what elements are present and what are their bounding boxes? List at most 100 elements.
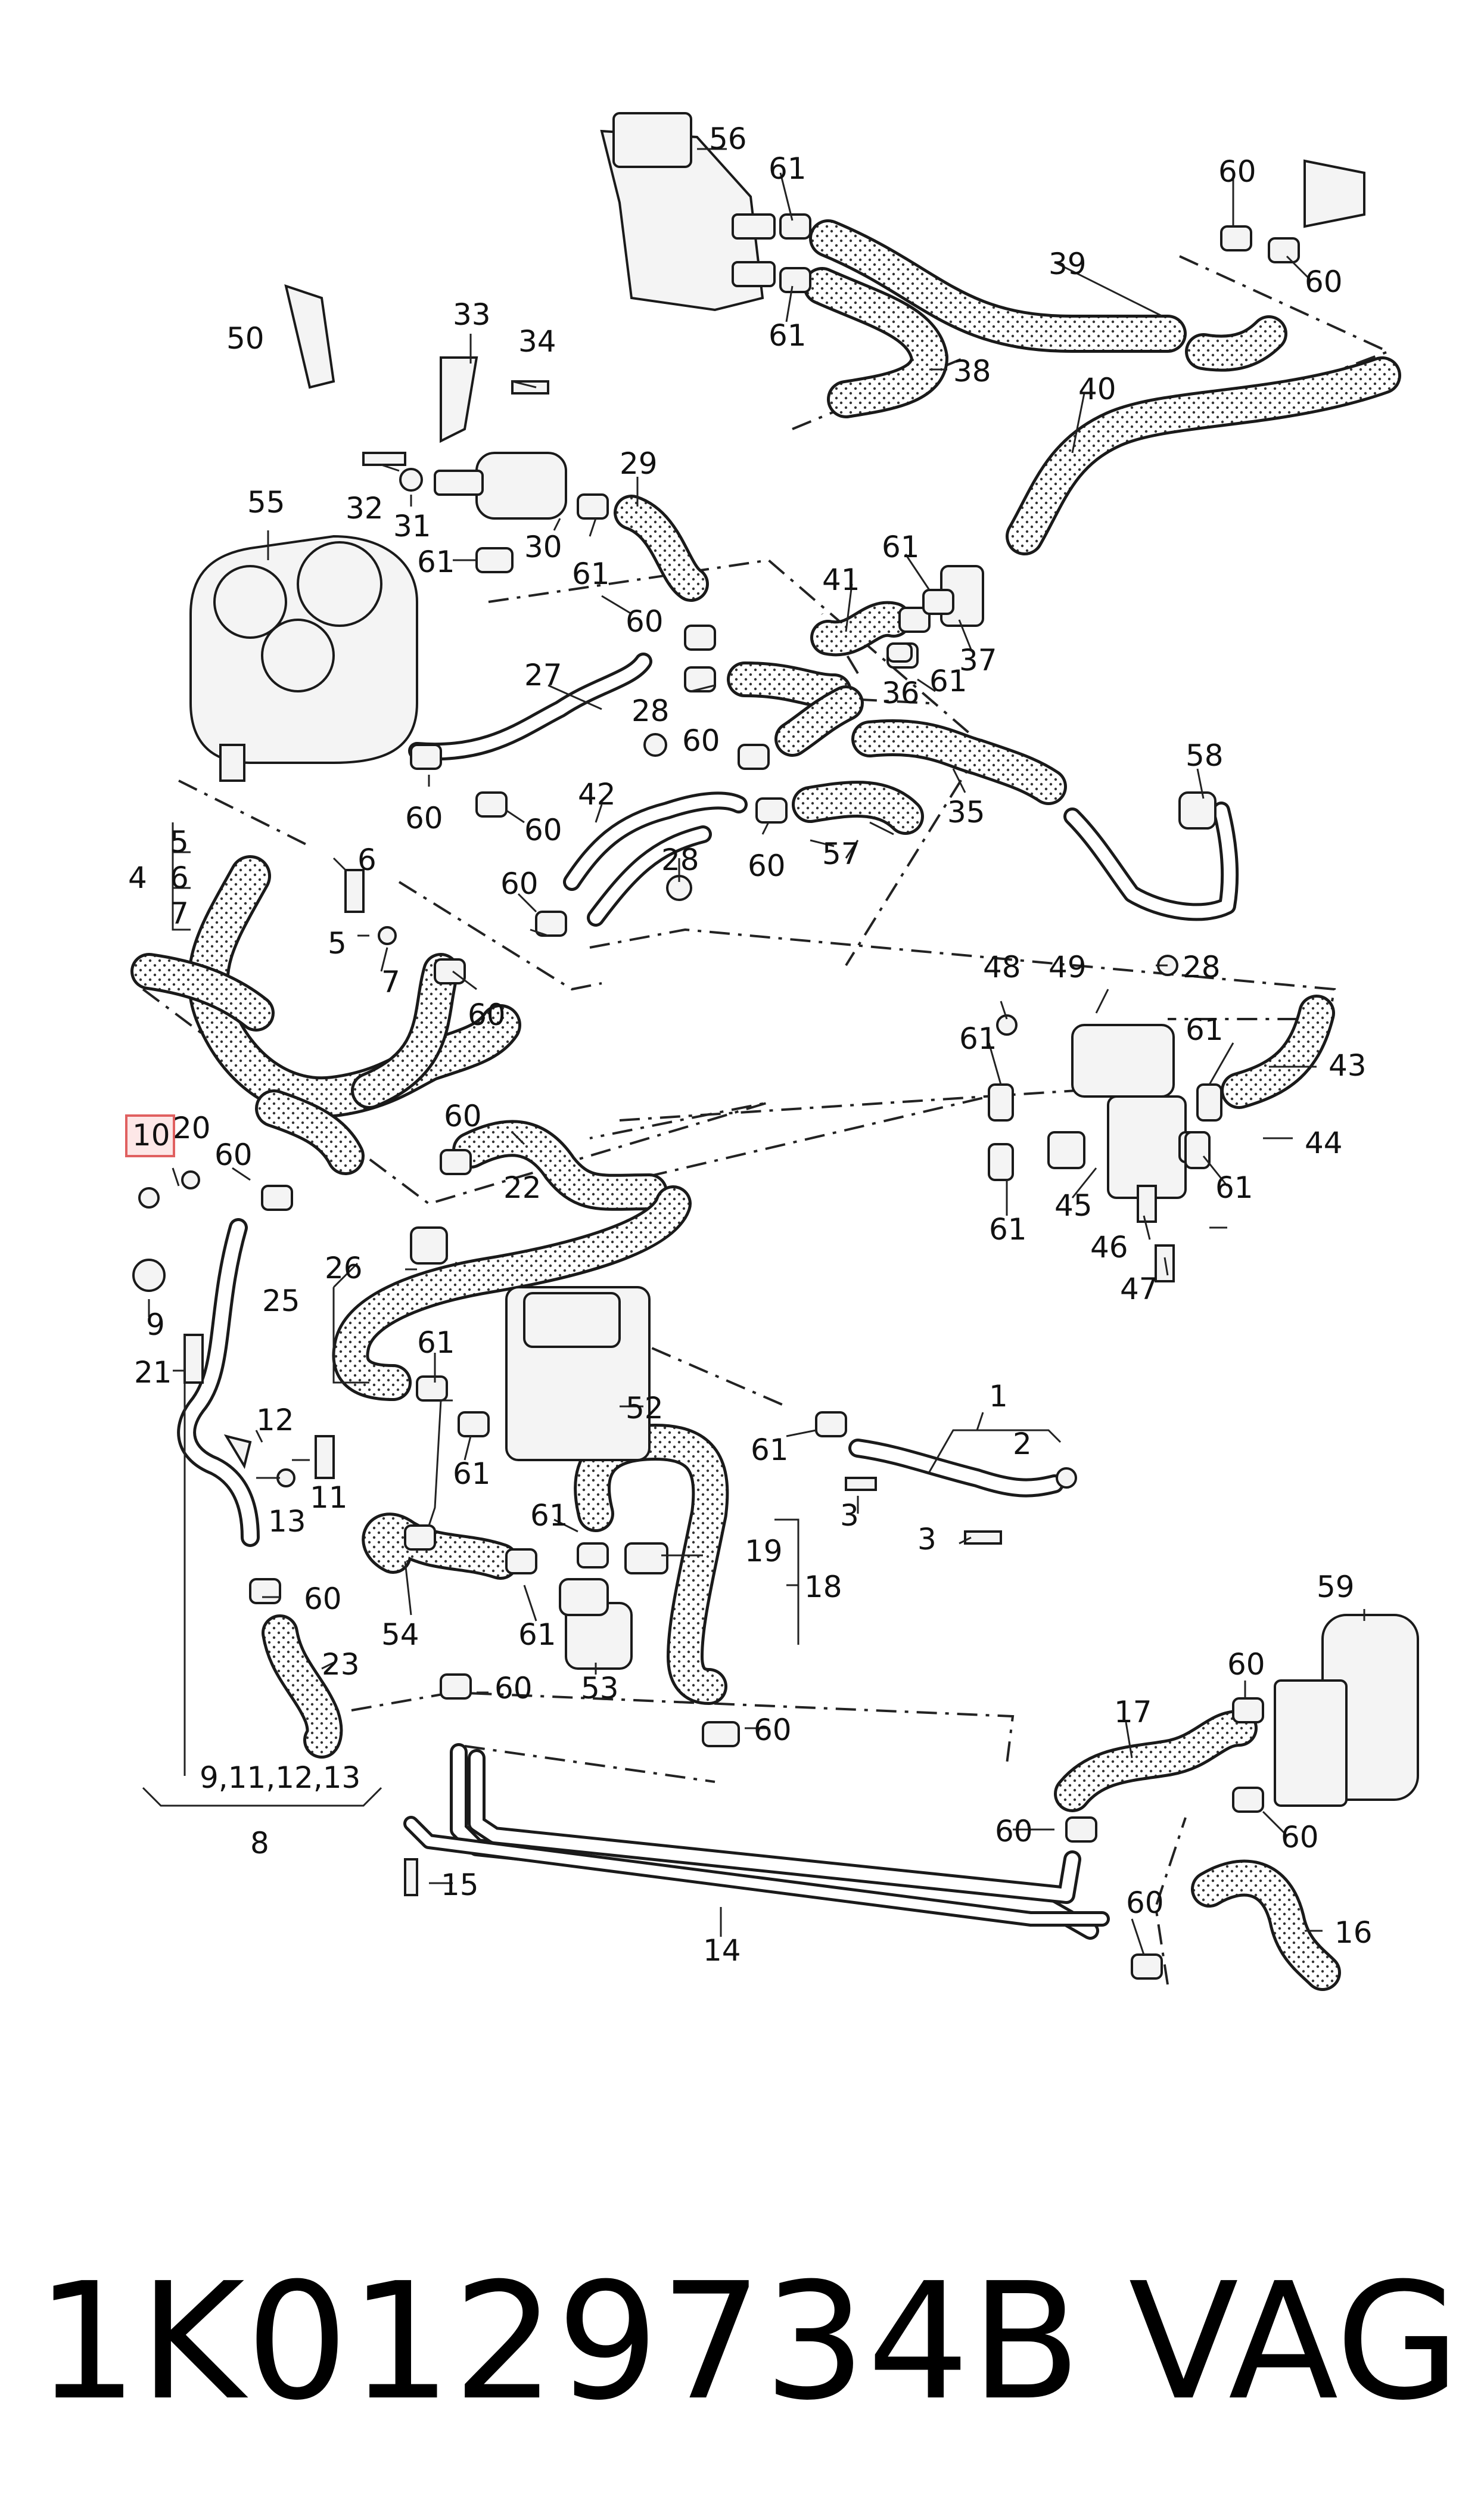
- callout-61: 61: [959, 1021, 997, 1056]
- callout-60: 60: [214, 1138, 253, 1172]
- callout-37: 37: [959, 643, 997, 678]
- callout-18: 18: [804, 1570, 842, 1604]
- callout-8: 8: [250, 1826, 269, 1860]
- callout-39: 39: [1049, 247, 1087, 281]
- callout-labels: 1 2 3 3 4 5 5 6 6 7 7 8 9 9,11,12,13 10 …: [125, 122, 1373, 1968]
- callout-60: 60: [754, 1713, 792, 1747]
- callout-46: 46: [1090, 1230, 1128, 1265]
- callout-61: 61: [453, 1456, 491, 1491]
- callout-10-highlight: [125, 1114, 175, 1157]
- callout-60: 60: [304, 1582, 342, 1616]
- callout-54: 54: [381, 1617, 419, 1652]
- callout-53: 53: [581, 1671, 619, 1706]
- callout-57: 57: [822, 837, 860, 871]
- callout-7b: 7: [381, 965, 400, 999]
- callout-12: 12: [256, 1403, 294, 1437]
- callout-5b: 5: [328, 926, 347, 961]
- callout-9-11-12-13: 9,11,12,13: [200, 1760, 360, 1795]
- callout-60: 60: [500, 866, 539, 901]
- callout-60: 60: [1227, 1647, 1265, 1682]
- callout-1: 1: [989, 1379, 1008, 1414]
- callout-60: 60: [626, 604, 664, 639]
- callout-60: 60: [1281, 1820, 1319, 1855]
- callout-27: 27: [524, 658, 562, 692]
- callout-9: 9: [146, 1307, 165, 1342]
- components: [189, 112, 1419, 1807]
- callout-28c: 28: [1183, 950, 1221, 984]
- callout-47: 47: [1120, 1272, 1158, 1306]
- callout-36: 36: [882, 676, 920, 710]
- callout-61: 61: [989, 1212, 1027, 1247]
- callout-5a: 5: [170, 825, 189, 859]
- leader-lines: [142, 148, 1365, 1955]
- callout-60: 60: [494, 1671, 533, 1706]
- callout-61: 61: [530, 1498, 568, 1533]
- callout-42: 42: [578, 777, 616, 812]
- callout-11: 11: [310, 1480, 348, 1515]
- callout-4: 4: [128, 861, 147, 895]
- callout-45: 45: [1054, 1188, 1093, 1223]
- callout-3a: 3: [840, 1498, 859, 1533]
- callout-60: 60: [405, 801, 443, 835]
- callout-6a: 6: [170, 861, 189, 895]
- callout-59: 59: [1317, 1570, 1355, 1604]
- clamps: [249, 213, 1300, 1980]
- pipes: [177, 653, 1239, 1940]
- callout-60: 60: [748, 849, 786, 883]
- callout-49: 49: [1049, 950, 1087, 984]
- callout-58: 58: [1186, 738, 1224, 773]
- callout-6b: 6: [357, 843, 377, 877]
- callout-38: 38: [953, 354, 991, 389]
- callout-41: 41: [822, 563, 860, 597]
- callout-22: 22: [503, 1170, 542, 1205]
- callout-61: 61: [1215, 1170, 1253, 1205]
- callout-50: 50: [226, 321, 265, 356]
- hoses: [130, 219, 1401, 1991]
- callout-19: 19: [745, 1534, 783, 1568]
- callout-60: 60: [1305, 265, 1343, 299]
- callout-61: 61: [882, 530, 920, 564]
- callout-60: 60: [682, 723, 720, 758]
- callout-35: 35: [947, 795, 985, 830]
- callout-60: 60: [468, 998, 506, 1032]
- callout-61: 61: [572, 557, 610, 591]
- callout-33: 33: [453, 297, 491, 332]
- callout-61: 61: [518, 1617, 556, 1652]
- callout-52: 52: [626, 1391, 664, 1425]
- callout-61: 61: [769, 151, 807, 186]
- callout-61: 61: [1186, 1012, 1224, 1047]
- callout-2: 2: [1013, 1427, 1032, 1461]
- callout-61: 61: [769, 318, 807, 353]
- part-caption: 1K0129734B VAG: [0, 2199, 1484, 2485]
- callout-7a: 7: [170, 896, 189, 931]
- part-number: 1K0129734B: [36, 2248, 1082, 2436]
- callout-26: 26: [325, 1251, 363, 1285]
- fasteners: [132, 380, 1178, 1896]
- callout-13: 13: [268, 1504, 306, 1539]
- callout-40: 40: [1078, 372, 1116, 406]
- callout-23: 23: [322, 1647, 360, 1682]
- callout-14: 14: [703, 1933, 741, 1968]
- callout-28b: 28: [661, 843, 699, 877]
- callout-20: 20: [173, 1111, 211, 1145]
- callout-25: 25: [262, 1284, 300, 1318]
- parts-diagram: 1 2 3 3 4 5 5 6 6 7 7 8 9 9,11,12,13 10 …: [125, 112, 1419, 1991]
- callout-31: 31: [393, 509, 431, 543]
- callout-15: 15: [441, 1868, 479, 1902]
- callout-30: 30: [524, 530, 562, 564]
- callout-29: 29: [620, 446, 658, 481]
- callout-61: 61: [751, 1433, 789, 1467]
- callout-61: 61: [417, 1325, 455, 1360]
- callout-60: 60: [1218, 154, 1256, 189]
- callout-44: 44: [1305, 1126, 1343, 1160]
- callout-56: 56: [709, 122, 747, 156]
- callout-16: 16: [1334, 1915, 1373, 1950]
- callout-43: 43: [1329, 1048, 1367, 1083]
- callout-48: 48: [983, 950, 1021, 984]
- callout-34: 34: [518, 324, 556, 359]
- callout-60: 60: [1126, 1886, 1164, 1920]
- brand-name: VAG: [1128, 2248, 1460, 2436]
- callout-21: 21: [134, 1355, 172, 1390]
- callout-55: 55: [247, 485, 285, 520]
- callout-60: 60: [444, 1099, 482, 1133]
